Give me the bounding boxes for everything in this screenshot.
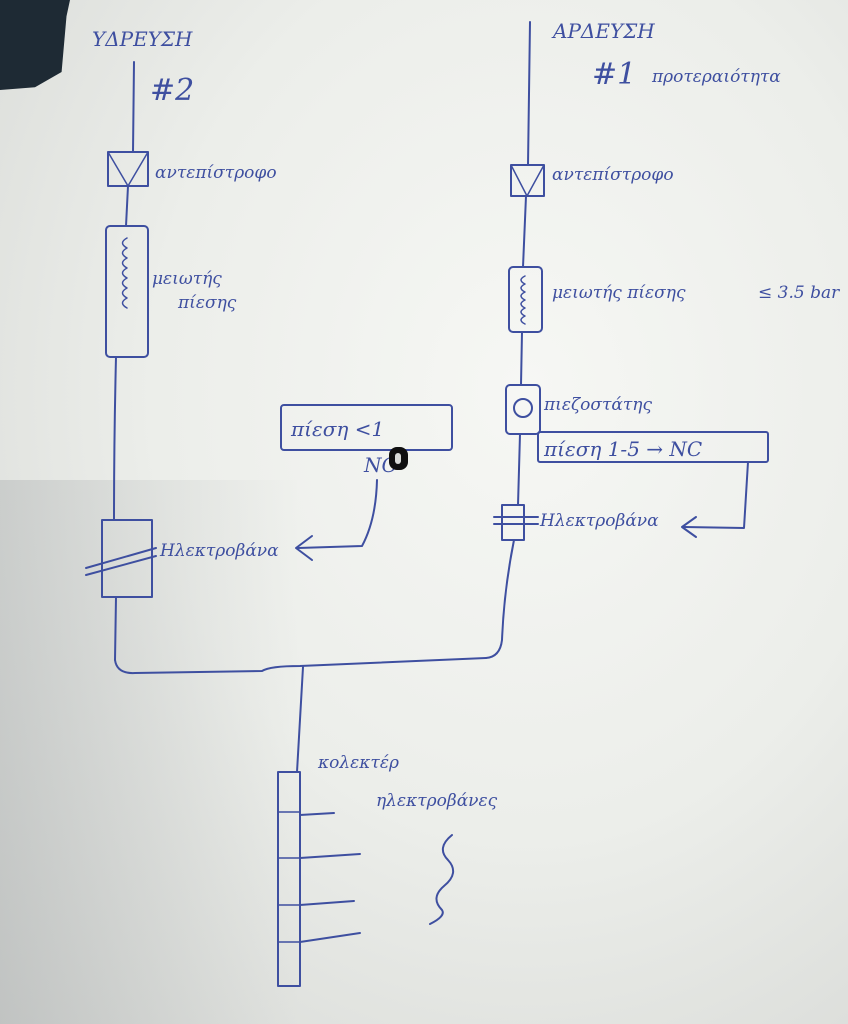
collector-manifold — [277, 771, 301, 987]
left-title: ΥΔΡΕΥΣΗ — [92, 27, 193, 51]
left-check-valve — [107, 151, 149, 187]
condition-label: πίεση <1 — [290, 417, 384, 441]
condition-arrow-head — [295, 535, 313, 561]
setting-arrow-line — [683, 461, 749, 529]
right-check-valve — [510, 164, 545, 197]
left-solenoid-bar-2 — [85, 555, 157, 576]
left-solenoid-box — [101, 519, 153, 598]
left-number: #2 — [150, 73, 194, 108]
joining-pipe — [114, 657, 487, 675]
right-check-valve-box — [510, 164, 545, 197]
left-reducer-label-1: μειωτής — [152, 269, 222, 289]
left-solenoid-bar-1 — [85, 547, 157, 569]
collector-feed-pipe — [296, 666, 304, 773]
right-reducer-label: μειωτής πίεσης — [552, 283, 686, 303]
right-title: ΑΡΔΕΥΣΗ — [551, 19, 655, 43]
left-solenoid-label: Ηλεκτροβάνα — [159, 541, 279, 561]
left-pressure-reducer — [105, 225, 149, 358]
right-branch: ΑΡΔΕΥΣΗ #1 προτεραιότητα αντεπίστροφο με… — [485, 19, 840, 659]
pressure-switch-setting: πίεση 1-5 → NC — [543, 437, 702, 461]
right-solenoid-box — [501, 504, 525, 541]
right-number: #1 — [592, 57, 636, 92]
left-check-valve-box — [107, 151, 149, 187]
left-pressure-reducer-box — [105, 225, 149, 358]
continuation-squiggle — [429, 834, 455, 925]
right-check-valve-symbol — [510, 164, 545, 197]
right-pressure-switch — [505, 384, 541, 435]
condition-box — [280, 404, 453, 451]
collector-outlet-2 — [299, 853, 361, 859]
collector-section: κολεκτέρ ηλεκτροβάνες — [114, 657, 498, 987]
left-pipe-top — [132, 61, 135, 153]
pressure-setting-box — [537, 431, 769, 463]
left-spring-icon — [121, 237, 128, 309]
right-pipe-mid1 — [522, 195, 527, 268]
right-pressure-switch-label: πιεζοστάτης — [543, 395, 652, 415]
left-pipe-mid1 — [125, 185, 129, 227]
right-pipe-bottom — [485, 539, 515, 659]
pressure-gauge-icon — [513, 398, 533, 418]
collector-outlet-1 — [299, 812, 335, 816]
right-pressure-reducer — [508, 266, 543, 333]
left-reducer-label-2: πίεσης — [177, 293, 237, 313]
collector-outlet-4 — [299, 932, 361, 943]
condition-arrow-line — [297, 479, 378, 549]
left-check-valve-symbol — [107, 151, 149, 187]
setting-arrow-head — [681, 516, 697, 538]
right-pipe-mid2 — [520, 331, 523, 386]
right-pipe-top — [527, 21, 531, 166]
right-solenoid-label: Ηλεκτροβάνα — [539, 511, 659, 531]
right-pressure-switch-box — [505, 384, 541, 435]
left-solenoid-valve — [85, 519, 157, 598]
right-spring-icon — [520, 275, 526, 325]
right-pipe-mid3 — [517, 433, 521, 506]
ink-blot-center — [395, 453, 401, 464]
left-pipe-bottom — [114, 596, 117, 661]
pressure-condition: πίεση <1 NO — [280, 404, 453, 561]
left-pipe-mid2 — [113, 356, 117, 521]
right-reducer-limit: ≤ 3.5 bar — [758, 283, 840, 303]
right-pressure-reducer-box — [508, 266, 543, 333]
collector-outlet-3 — [299, 900, 355, 906]
right-solenoid-valve — [493, 504, 539, 541]
right-check-valve-label: αντεπίστροφο — [552, 165, 674, 185]
left-branch: ΥΔΡΕΥΣΗ #2 αντεπίστροφο μειωτής πίεσης Η… — [85, 27, 279, 661]
left-check-valve-label: αντεπίστροφο — [155, 163, 277, 183]
collector-valves-label: ηλεκτροβάνες — [376, 791, 498, 811]
collector-label: κολεκτέρ — [317, 753, 399, 773]
right-priority-label: προτεραιότητα — [651, 67, 781, 87]
